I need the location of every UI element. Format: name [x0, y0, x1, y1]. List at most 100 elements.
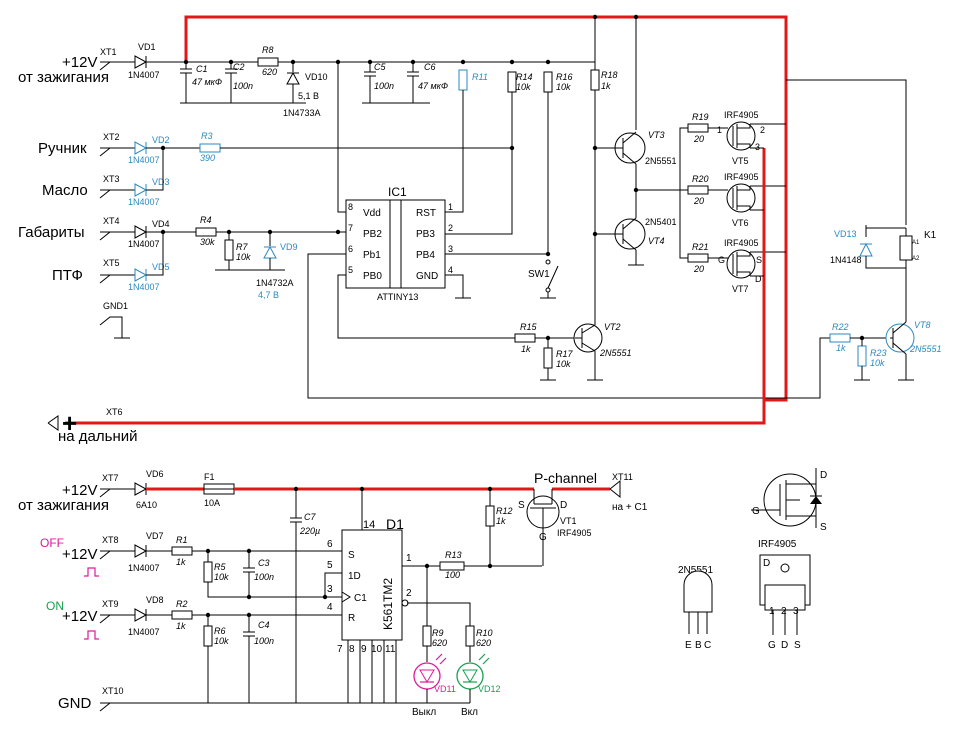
label-top-vd2_part: 1N4007 — [128, 155, 160, 165]
label-top-pin_g: G — [718, 255, 725, 265]
label-top-r23_val: 10k — [870, 358, 885, 368]
label-top-vd9_val: 4,7 В — [258, 290, 279, 300]
label-top-vt8_part: 2N5551 — [909, 344, 942, 354]
irf4905-symbol-legend: D S G — [751, 468, 827, 533]
label-top-vd3: VD3 — [152, 177, 170, 187]
label-top-vd10: VD10 — [305, 72, 328, 82]
label-top-in_oil: Масло — [42, 182, 88, 199]
d1-bottom-pins: 7 8 9 10 11 — [337, 640, 397, 703]
label-top-c6: C6 — [424, 62, 436, 72]
label-top-ic1_pins-0-name: Vdd — [363, 208, 381, 219]
label-bottom-off: OFF — [40, 536, 64, 550]
label-top-vd10_part: 1N4733A — [283, 108, 321, 118]
label-bottom-vd8_part: 1N4007 — [128, 627, 160, 637]
label-legend-irf_g: G — [752, 506, 760, 517]
label-top-ic1_pins-2-num: 6 — [348, 244, 353, 254]
vt7-mosfet: IRF4905 VT7 G S D — [708, 238, 762, 294]
label-bottom-pin2: 2 — [406, 588, 412, 599]
label-bottom-on: ON — [46, 599, 64, 613]
2n5551-package-legend: 2N5551 E B C — [678, 565, 713, 651]
label-bottom-vd6_part: 6A10 — [136, 500, 157, 510]
r5-resistor: R5 10k — [203, 551, 342, 598]
vd11-led-off: VD11 Выкл — [412, 653, 456, 718]
xt1-label: XT1 — [100, 47, 117, 57]
label-bottom-f1: F1 — [204, 472, 215, 482]
label-bottom-lbl_on: Вкл — [461, 707, 478, 718]
label-legend-npn_pins-2: C — [704, 640, 711, 651]
label-bottom-pin1: 1 — [406, 553, 412, 564]
label-legend-irf_pins-0: 1 — [769, 606, 775, 617]
label-top-c1_val: 47 мкФ — [192, 77, 222, 87]
c5-capacitor: C5 100n — [364, 62, 394, 103]
label-top-vd9_part: 1N4732A — [256, 278, 294, 288]
label-legend-irf_pins-2: 3 — [793, 606, 799, 617]
label-top-r19: R19 — [692, 112, 709, 122]
label-legend-irf_s: S — [820, 522, 827, 533]
bottom-power-input: +12V от зажигания XT7 VD6 6A10 — [18, 469, 164, 514]
label-bottom-c4_val: 100n — [254, 636, 274, 646]
label-top-xt3: XT3 — [103, 174, 120, 184]
label-bottom-r6_val: 10k — [214, 636, 229, 646]
r15-resistor: R15 1k — [514, 322, 575, 354]
label-top-a2: A2 — [912, 256, 920, 262]
label-top-r16: R16 — [556, 72, 573, 82]
label-bottom-vd8: VD8 — [146, 595, 164, 605]
label-legend-irf_pin_names-0: G — [768, 640, 776, 651]
label-bottom-r12: R12 — [496, 506, 513, 516]
label-bottom-out_c1: на + C1 — [612, 502, 648, 513]
r8-resistor: R8 620 — [257, 45, 279, 77]
r22-resistor: R22 1k — [829, 322, 890, 353]
label-bottom-c7_val: 220µ — [299, 526, 320, 536]
label-top-c5: C5 — [374, 62, 386, 72]
pb1-wire — [307, 253, 830, 399]
label-top-c1: C1 — [196, 64, 208, 74]
label-top-r7_val: 10k — [236, 252, 251, 262]
label-legend-irf_pin_names-2: S — [794, 640, 801, 651]
label-top-ic1_part: ATTINY13 — [377, 292, 418, 302]
label-bottom-r1: R1 — [176, 535, 188, 545]
gnd1: GND1 — [99, 301, 130, 339]
r10-resistor: R10 620 — [407, 602, 493, 662]
label-top-vt2: VT2 — [604, 322, 621, 332]
label-bottom-r2_val: 1k — [176, 621, 186, 631]
label-top-xt2: XT2 — [103, 132, 120, 142]
label-legend-irf_pin_names-1: D — [781, 640, 788, 651]
label-bottom-pin3: 3 — [327, 584, 333, 595]
r9-resistor: R9 620 — [422, 566, 447, 662]
label-top-r22: R22 — [832, 322, 849, 332]
label-top-in_handbrake: Ручник — [38, 140, 87, 157]
label-bottom-r2: R2 — [176, 599, 188, 609]
label-top-ic1_pins-1-num: 7 — [348, 223, 353, 233]
label-bottom-bottom_pins-2: 9 — [361, 644, 367, 655]
r11-resistor: R11 — [445, 69, 488, 213]
label-top-r20_val: 20 — [693, 196, 704, 206]
label-bottom-vd12: VD12 — [478, 684, 501, 694]
label-bottom-vt1_part: IRF4905 — [557, 528, 592, 538]
label-top-vt5: VT5 — [732, 156, 749, 166]
label-bottom-r13_val: 100 — [445, 570, 460, 580]
label-bottom-d1: D1 — [386, 516, 404, 532]
label-top-r4: R4 — [200, 215, 212, 225]
label-top-vd13_part: 1N4148 — [830, 255, 862, 265]
label-top-r19_val: 20 — [693, 134, 704, 144]
label-bottom-gg: G — [539, 532, 547, 543]
label-bottom-bottom_pins-3: 10 — [371, 644, 383, 655]
label-top-r8: R8 — [262, 45, 274, 55]
label-top-ic1_pins-4-name: RST — [416, 208, 436, 219]
label-top-r7: R7 — [236, 242, 248, 252]
label-top-r8_val: 620 — [262, 67, 277, 77]
r7-resistor: R7 10k — [224, 232, 251, 270]
label-bottom-c3: C3 — [258, 558, 270, 568]
label-bottom-lbl_off: Выкл — [412, 707, 436, 718]
label-bottom-bottom_pins-1: 8 — [349, 644, 355, 655]
r13-resistor: R13 100 — [424, 550, 542, 580]
label-top-ic1_pins-5-num: 2 — [448, 223, 453, 233]
label-bottom-c7: C7 — [304, 512, 316, 522]
label-top-xt4: XT4 — [103, 216, 120, 226]
label-top-r20: R20 — [692, 174, 709, 184]
c6-capacitor: C6 47 мкФ — [407, 62, 448, 103]
label-legend-npn_pins-1: B — [695, 640, 702, 651]
label-top-vt2_part: 2N5551 — [599, 348, 632, 358]
label-top-vt7: VT7 — [732, 284, 749, 294]
